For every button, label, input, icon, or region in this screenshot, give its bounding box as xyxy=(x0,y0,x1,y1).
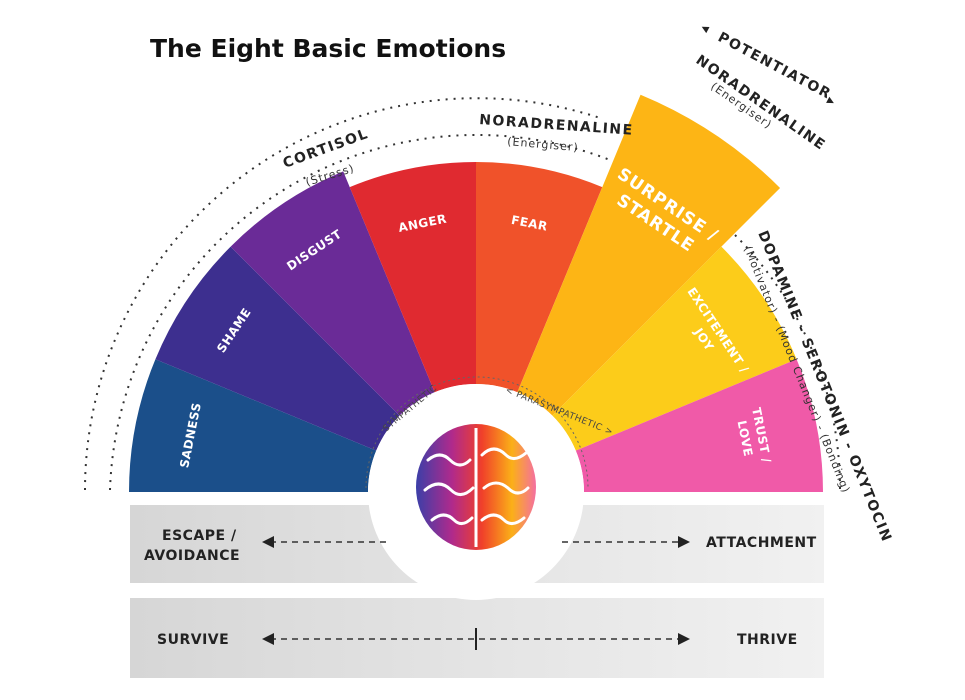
escape-label-line2: AVOIDANCE xyxy=(144,548,240,564)
cortisol-label: CORTISOL xyxy=(281,126,371,172)
thrive-arrowhead xyxy=(678,633,690,645)
noradrenaline-sub-label: (Energiser) xyxy=(507,135,580,154)
escape-label-line1: ESCAPE / xyxy=(162,528,237,544)
survive-arrowhead xyxy=(262,633,274,645)
emotion-segment xyxy=(552,246,797,451)
escape-arrowhead xyxy=(262,536,274,548)
survive-label: SURVIVE xyxy=(157,632,229,648)
brain-icon xyxy=(416,424,536,550)
noradrenaline-label: NORADRENALINE xyxy=(479,112,634,139)
page-title: The Eight Basic Emotions xyxy=(150,34,506,63)
thrive-label: THRIVE xyxy=(737,632,798,648)
emotion-segment xyxy=(129,359,377,492)
potentiator-arrow-left: ◂ xyxy=(698,19,713,37)
emotion-segment xyxy=(517,94,781,416)
emotion-segment xyxy=(476,162,603,393)
emotion-segment xyxy=(230,171,435,416)
emotion-segment xyxy=(575,359,823,492)
cortisol-arc-outer xyxy=(84,97,601,491)
emotion-segment xyxy=(349,162,476,393)
nervous-system-arc xyxy=(365,376,589,489)
attachment-arrowhead xyxy=(678,536,690,548)
attachment-label: ATTACHMENT xyxy=(706,535,817,551)
emotion-segment xyxy=(155,246,400,451)
